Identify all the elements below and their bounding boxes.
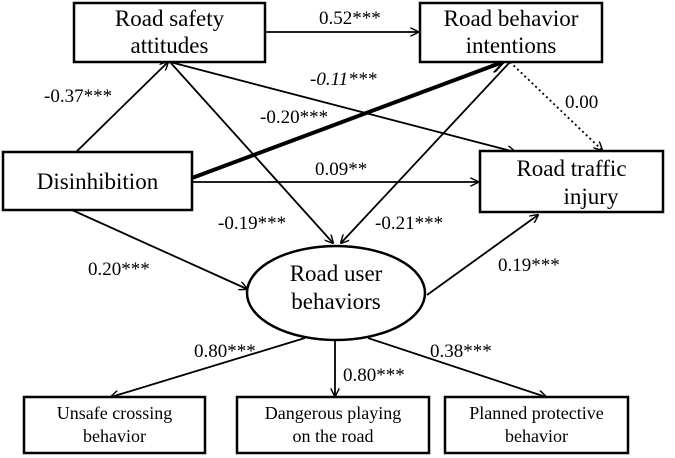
svg-text:Planned protective: Planned protective [469, 403, 603, 423]
svg-text:behaviors: behaviors [291, 289, 380, 314]
coef-intentions-to-injury: 0.00 [565, 92, 598, 113]
svg-text:behavior: behavior [83, 426, 146, 446]
coef-behaviors-to-unsafe: 0.80*** [194, 341, 256, 362]
node-unsafe-crossing-behavior: Unsafe crossing behavior [22, 395, 207, 455]
edge-intentions-to-behaviors [341, 61, 511, 243]
edge-behaviors-to-unsafe [111, 337, 306, 397]
coef-disinhibition-to-behaviors: 0.20*** [88, 259, 150, 280]
svg-text:Road behavior: Road behavior [444, 6, 579, 31]
node-road-safety-attitudes: Road safety attitudes [72, 1, 267, 64]
svg-text:injury: injury [564, 184, 619, 209]
coef-behaviors-to-dangerous: 0.80*** [343, 365, 405, 386]
svg-text:attitudes: attitudes [131, 33, 209, 58]
coef-disinhibition-to-intentions: -0.20*** [260, 107, 328, 128]
svg-text:Road traffic: Road traffic [516, 156, 626, 181]
edge-disinhibition-to-intentions [191, 62, 503, 180]
edge-disinhibition-to-attitudes [71, 62, 168, 157]
node-disinhibition: Disinhibition [1, 150, 194, 212]
edge-attitudes-to-behaviors [169, 61, 333, 243]
svg-text:Dangerous playing: Dangerous playing [265, 403, 401, 423]
coef-attitudes-to-injury: -0.11*** [310, 69, 377, 90]
node-dangerous-playing: Dangerous playing on the road [235, 395, 431, 455]
svg-text:Unsafe crossing: Unsafe crossing [57, 403, 172, 423]
svg-text:Disinhibition: Disinhibition [37, 169, 159, 194]
edge-intentions-to-injury [509, 61, 602, 150]
coef-behaviors-to-injury: 0.19*** [498, 255, 560, 276]
svg-text:behavior: behavior [505, 426, 568, 446]
coef-attitudes-to-behaviors: -0.19*** [218, 213, 286, 234]
svg-text:on the road: on the road [293, 426, 374, 446]
coef-behaviors-to-planned: 0.38*** [430, 341, 492, 362]
node-road-traffic-injury: Road traffic injury [478, 149, 665, 214]
svg-text:Road safety: Road safety [115, 6, 225, 31]
edge-disinhibition-to-behaviors [71, 209, 247, 289]
svg-text:intentions: intentions [466, 33, 557, 58]
coef-attitudes-to-intentions: 0.52*** [319, 8, 381, 29]
coef-disinhibition-to-injury: 0.09** [315, 159, 367, 180]
node-road-behavior-intentions: Road behavior intentions [418, 1, 604, 64]
coef-disinhibition-to-attitudes: -0.37*** [44, 86, 112, 107]
edge-behaviors-to-injury [426, 215, 538, 296]
edge-attitudes-to-injury [169, 61, 515, 152]
node-planned-protective-behavior: Planned protective behavior [443, 395, 630, 455]
edge-behaviors-to-planned [367, 337, 546, 397]
node-road-user-behaviors: Road user behaviors [245, 244, 427, 342]
coef-intentions-to-behaviors: -0.21*** [375, 213, 443, 234]
svg-text:Road user: Road user [290, 261, 383, 286]
